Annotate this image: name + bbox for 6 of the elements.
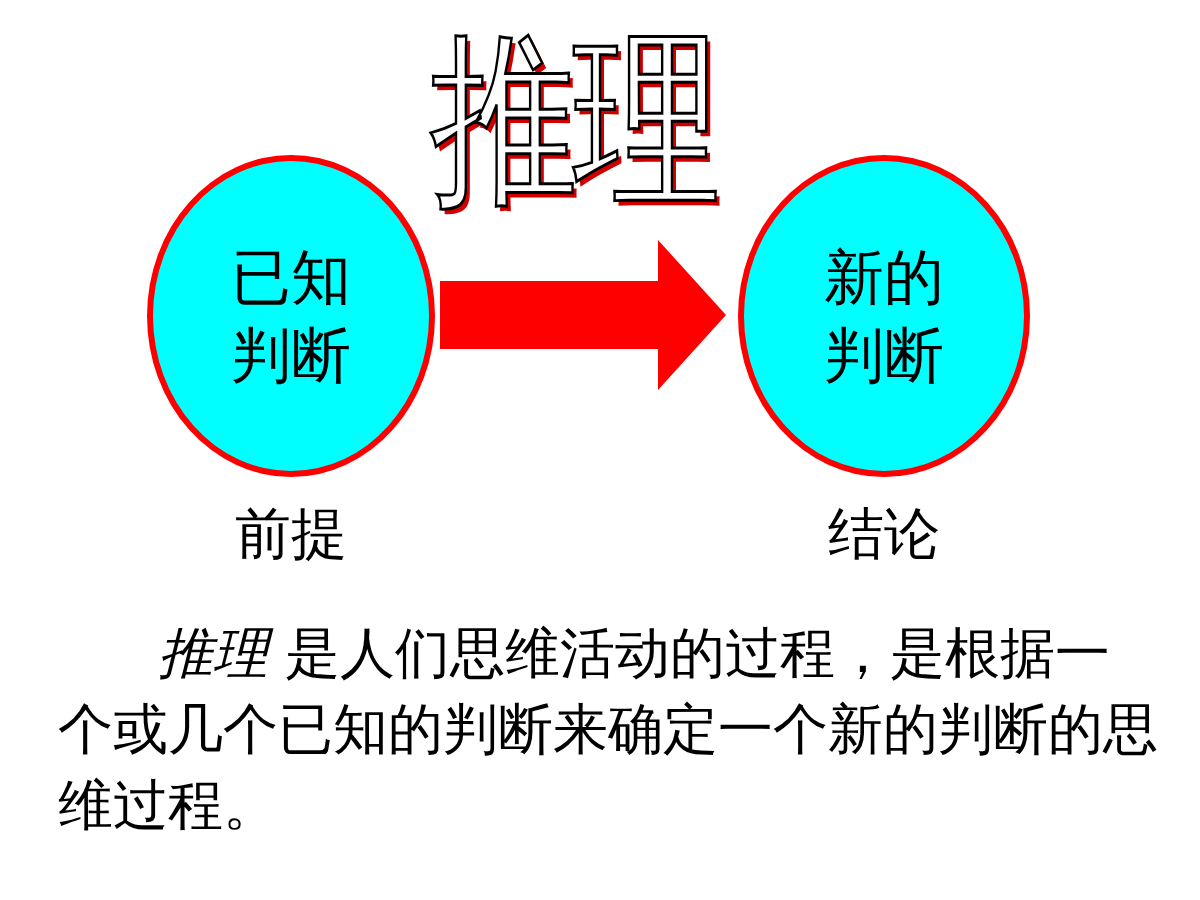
block-arrow (440, 240, 726, 390)
paragraph-text: 推理 是人们思维活动的过程，是根据一个或几个已知的判断来确定一个新的判断的思维过程。 (58, 620, 1158, 839)
caption-text: 结论 (828, 500, 940, 568)
caption-text: 前提 (235, 500, 347, 568)
node-label: 新的判断 (823, 241, 945, 392)
node-label: 已知判断 (230, 241, 352, 392)
